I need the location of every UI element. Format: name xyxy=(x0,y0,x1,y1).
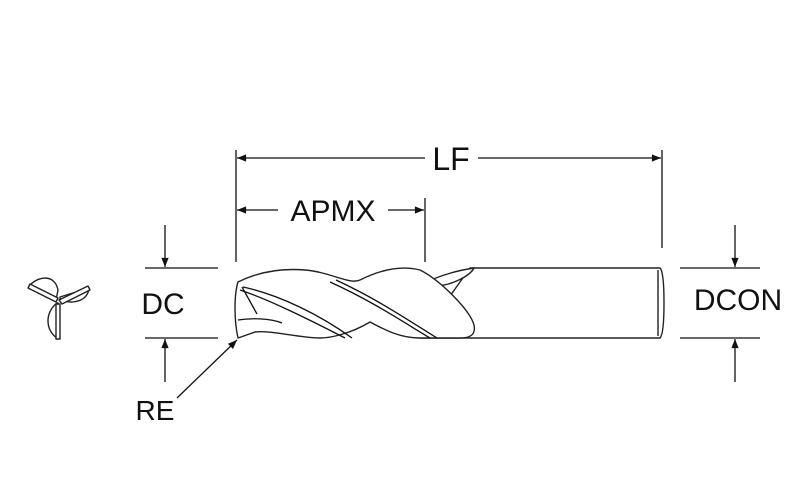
dc-dimension: DC xyxy=(141,225,218,382)
shank xyxy=(419,267,665,339)
apmx-label: APMX xyxy=(290,195,375,228)
re-leader: RE xyxy=(136,339,238,426)
dcon-label: DCON xyxy=(694,284,782,317)
apmx-dimension: APMX xyxy=(237,195,426,262)
dc-label: DC xyxy=(141,288,184,321)
lf-label: LF xyxy=(432,141,469,177)
dcon-dimension: DCON xyxy=(680,225,782,382)
re-label: RE xyxy=(136,395,175,426)
lf-dimension: LF xyxy=(235,141,663,262)
end-view-icon xyxy=(27,277,91,340)
end-mill-tool xyxy=(234,267,665,339)
flute-body xyxy=(234,267,476,339)
